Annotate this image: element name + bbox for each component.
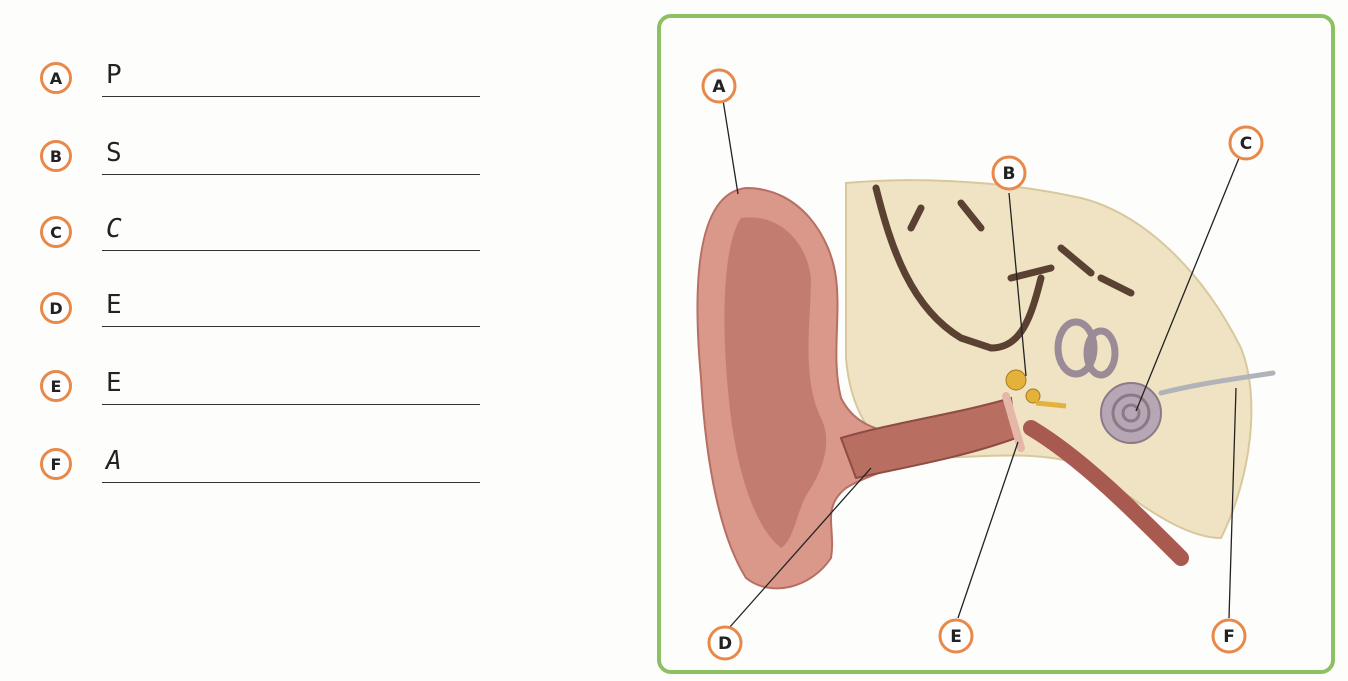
answer-field-b[interactable]: S [106, 138, 122, 168]
answer-row-f: F A [40, 448, 500, 488]
diagram-label-d: D [709, 627, 741, 659]
answer-badge-b: B [40, 140, 72, 172]
svg-text:C: C [1240, 134, 1252, 154]
ossicle-malleus [1006, 370, 1026, 390]
answer-badge-c: C [40, 216, 72, 248]
cochlea [1101, 383, 1161, 443]
answer-badge-e: E [40, 370, 72, 402]
pointer-line-a [723, 100, 738, 194]
diagram-label-c: C [1230, 127, 1262, 159]
answer-badge-f: F [40, 448, 72, 480]
pointer-line-e [958, 442, 1018, 618]
answer-field-d[interactable]: E [106, 290, 122, 320]
svg-text:B: B [1003, 164, 1016, 184]
answer-field-a[interactable]: P [106, 60, 122, 90]
skull-bone [846, 180, 1251, 538]
answer-line-d [102, 326, 480, 327]
answer-line-e [102, 404, 480, 405]
ear-diagram-frame: A B C D E F [657, 14, 1335, 674]
answer-line-a [102, 96, 480, 97]
answer-field-f[interactable]: A [106, 446, 122, 476]
answer-line-b [102, 174, 480, 175]
svg-text:F: F [1223, 627, 1235, 647]
ear-diagram: A B C D E F [661, 18, 1331, 670]
answer-badge-a: A [40, 62, 72, 94]
answer-row-e: E E [40, 370, 500, 410]
answer-field-e[interactable]: E [106, 368, 122, 398]
answer-row-c: C C [40, 216, 500, 256]
ossicle-stapes [1036, 403, 1066, 406]
diagram-label-e: E [940, 620, 972, 652]
answer-row-d: D E [40, 292, 500, 332]
answer-field-c[interactable]: C [106, 214, 122, 244]
answer-row-b: B S [40, 140, 500, 180]
answer-line-f [102, 482, 480, 483]
diagram-label-f: F [1213, 620, 1245, 652]
answer-line-c [102, 250, 480, 251]
svg-text:A: A [712, 77, 726, 97]
svg-text:D: D [718, 634, 732, 654]
answer-badge-d: D [40, 292, 72, 324]
diagram-label-b: B [993, 157, 1025, 189]
svg-text:E: E [950, 627, 962, 647]
answer-row-a: A P [40, 62, 500, 102]
diagram-label-a: A [703, 70, 735, 102]
